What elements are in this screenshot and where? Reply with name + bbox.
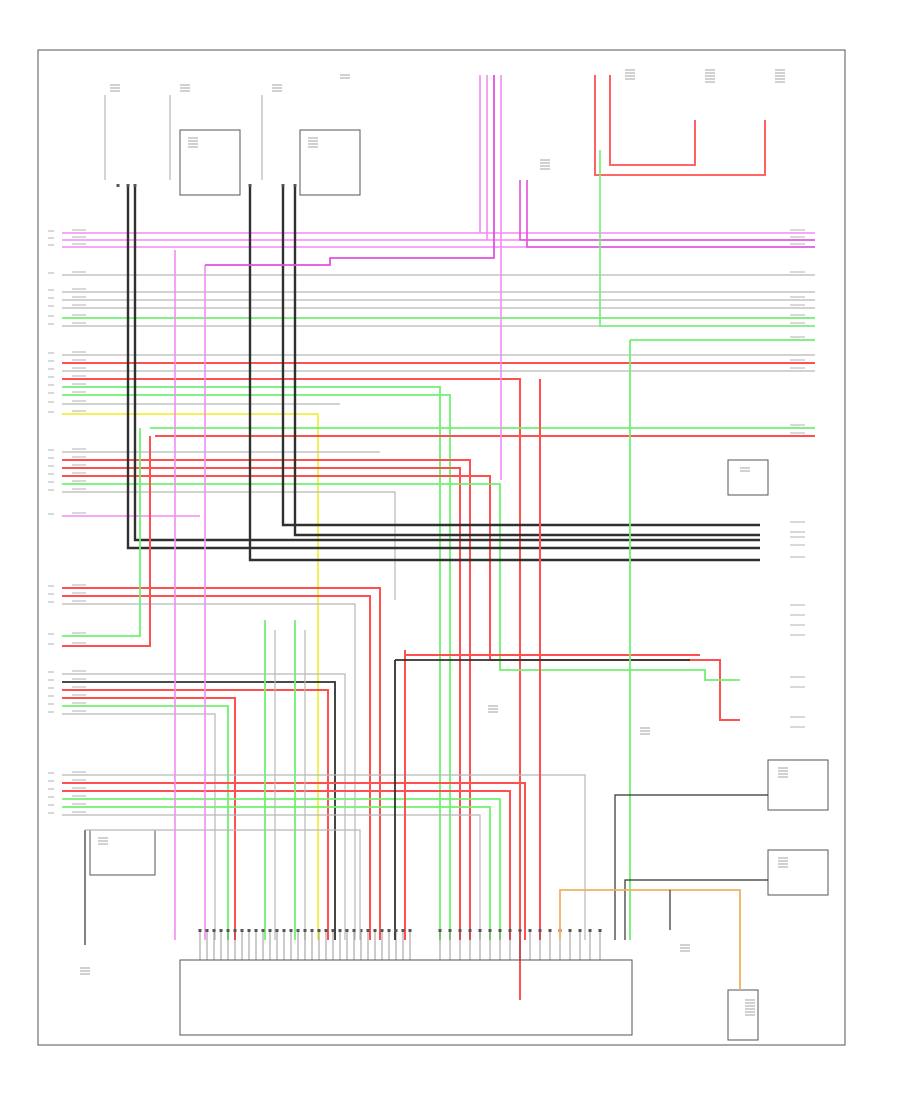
wire-green	[62, 428, 141, 637]
wire-dark	[281, 185, 760, 527]
wire-gray	[62, 673, 346, 940]
diagram-frame	[37, 49, 846, 1046]
wire-green	[62, 386, 441, 940]
pin-dot	[293, 184, 297, 187]
sensor-box	[727, 459, 769, 496]
component-box	[89, 829, 156, 876]
wire-green	[62, 705, 229, 940]
wire-yellow	[62, 413, 319, 940]
wire-gray	[62, 603, 356, 940]
wire-green	[62, 806, 491, 940]
wire-red	[62, 475, 740, 721]
engine-control-module	[179, 959, 633, 1036]
wire-dark	[126, 185, 760, 550]
wire-red	[62, 697, 236, 940]
wire-magenta	[519, 180, 815, 241]
wire-magenta	[526, 180, 815, 248]
wire-dark	[614, 794, 768, 940]
wire-red	[62, 436, 151, 647]
connector-box	[767, 849, 829, 896]
pin-dot	[281, 184, 285, 187]
wire-green	[62, 798, 501, 940]
wire-gray	[62, 491, 396, 600]
wire-red	[62, 459, 471, 940]
wire-red	[62, 378, 521, 1000]
wire-gray	[62, 713, 216, 940]
component-box	[727, 989, 759, 1041]
wire-green	[599, 150, 815, 327]
wire-red	[62, 595, 371, 940]
wire-magenta	[205, 75, 495, 266]
pin-dot	[133, 184, 137, 187]
pin-dot	[126, 184, 130, 187]
wire-red	[594, 75, 766, 176]
relay-box	[299, 129, 361, 196]
wire-dark	[624, 879, 768, 940]
wire-red	[62, 689, 329, 940]
wire-orange	[559, 889, 741, 990]
wire-dark	[248, 185, 760, 562]
wire-red	[62, 782, 526, 940]
wire-gray	[85, 829, 361, 940]
sensor-box	[767, 759, 829, 811]
wire-red	[62, 587, 381, 940]
relay-box	[179, 129, 241, 196]
wire-gray	[62, 814, 481, 940]
wire-red	[609, 75, 696, 166]
wire-dark	[293, 185, 760, 537]
pin-dot	[248, 184, 252, 187]
wire-dark	[133, 185, 760, 542]
wire-red	[62, 790, 511, 940]
wire-green	[62, 483, 740, 681]
pin-dot	[116, 184, 120, 187]
wire-green	[62, 394, 451, 940]
wire-gray	[62, 774, 586, 940]
wire-dark	[62, 681, 336, 940]
